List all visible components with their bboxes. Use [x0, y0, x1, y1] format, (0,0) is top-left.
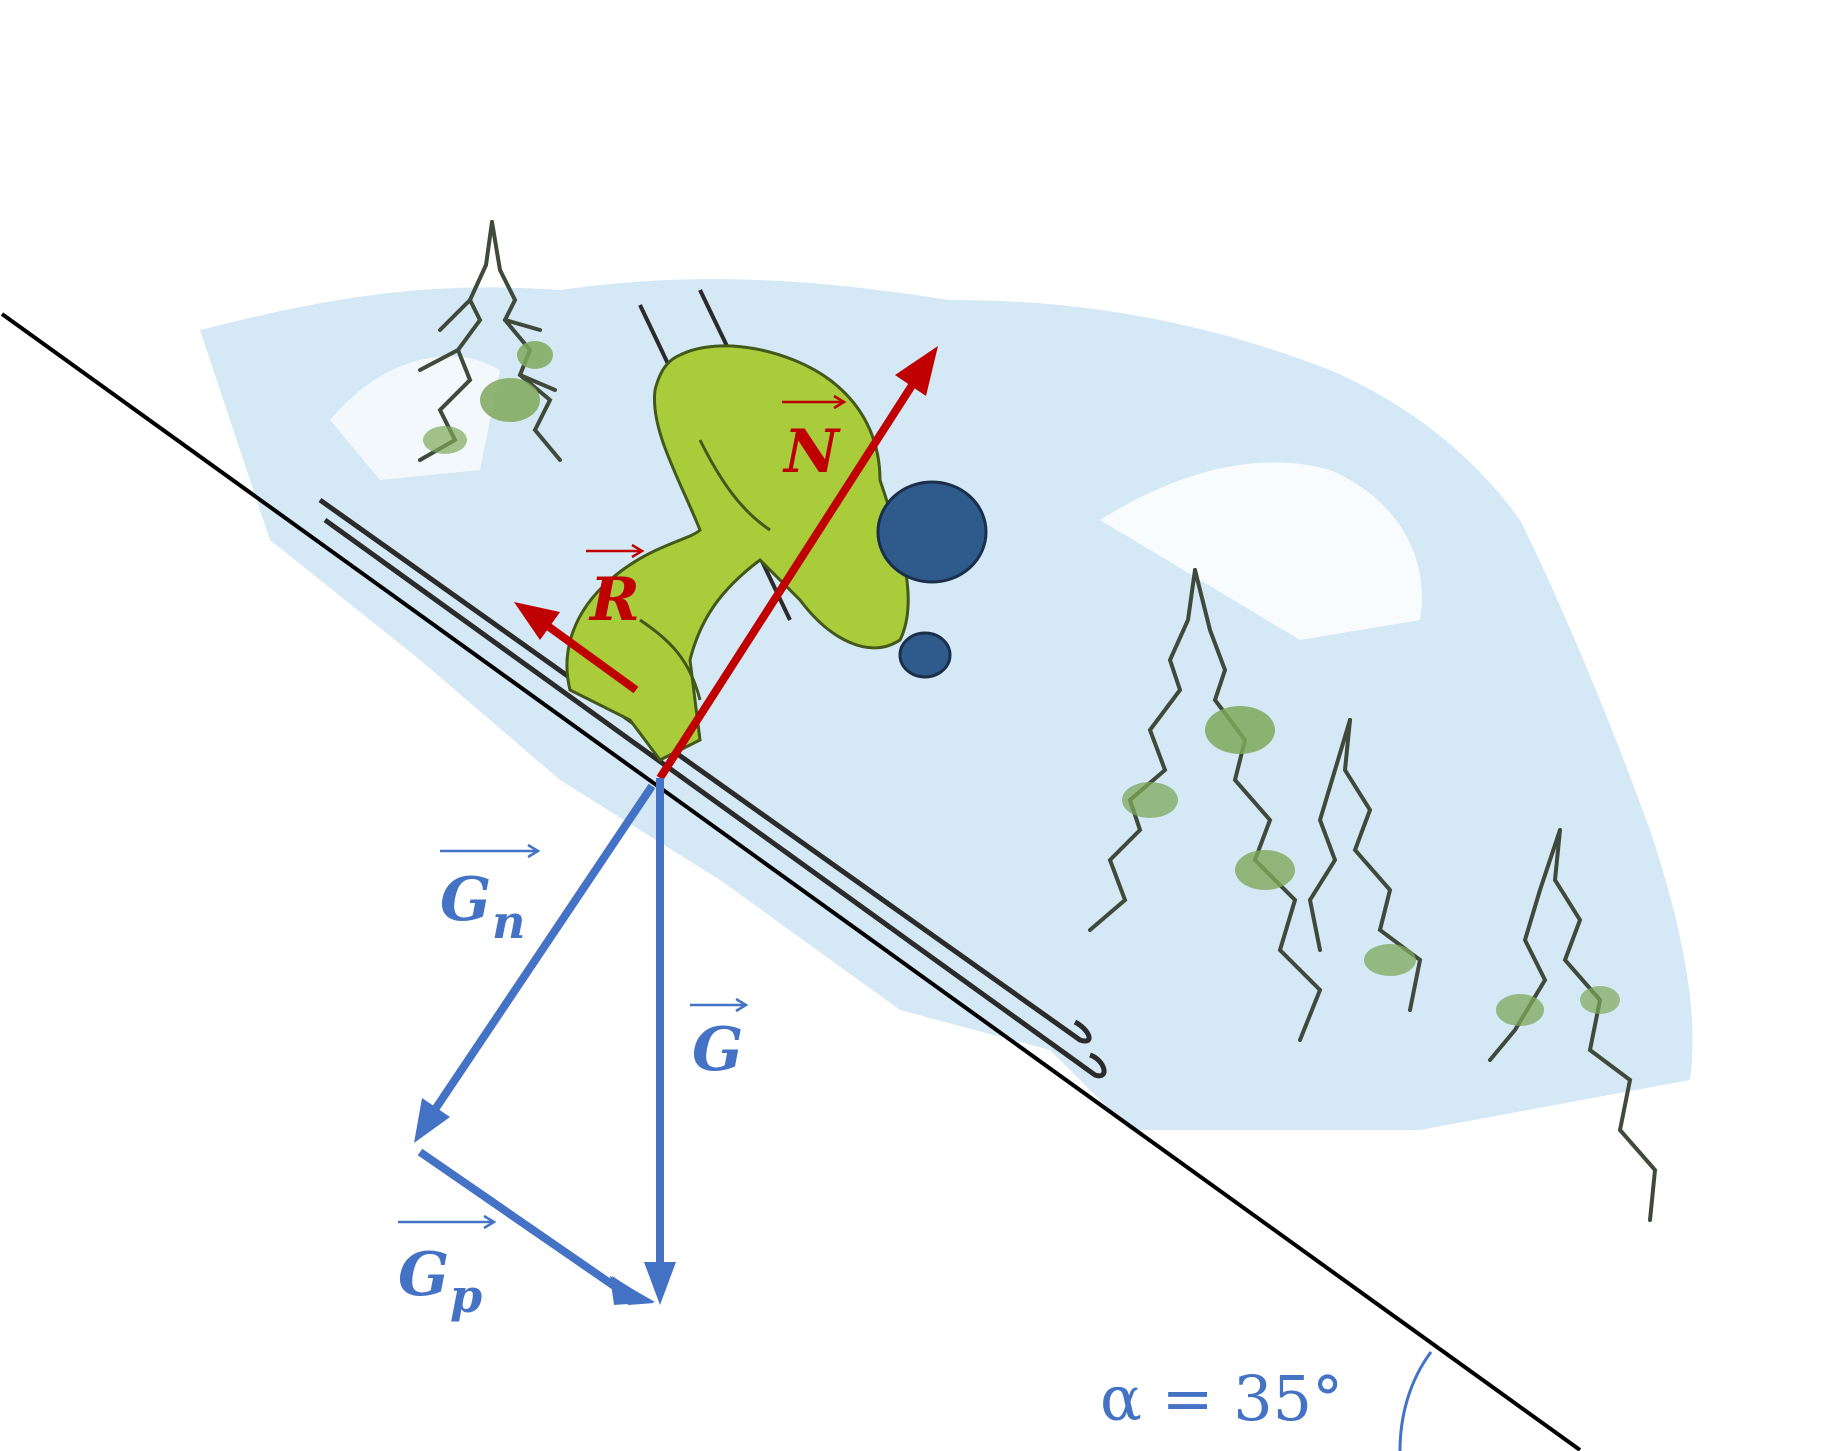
gravity-parallel-symbol: G	[398, 1240, 449, 1310]
skier-glove	[898, 631, 952, 679]
pine-tree-right-icon	[1088, 568, 1658, 1222]
normal-symbol: N	[782, 417, 841, 487]
angle-arc	[1398, 1351, 1433, 1451]
gravity-normal-component	[414, 783, 656, 1143]
pine-tree-left-icon	[418, 220, 562, 462]
angle-label: α = 35°	[1100, 1362, 1343, 1435]
skier-icon	[318, 289, 1107, 1079]
normal-force	[656, 346, 938, 781]
gravity-symbol: G	[692, 1015, 743, 1085]
friction-force	[514, 602, 639, 694]
slope-line	[0, 312, 1582, 1451]
label-gravity-normal: G n	[440, 843, 541, 949]
label-gravity-parallel: G p	[398, 1214, 497, 1323]
label-friction-force: R	[586, 543, 645, 635]
scenery	[200, 220, 1693, 1222]
gravity-normal-subscript: n	[492, 895, 525, 949]
gravity-parallel-component	[417, 1148, 655, 1305]
ski-right	[323, 517, 1107, 1079]
gravity-parallel-subscript: p	[450, 1269, 482, 1323]
ski-left	[318, 497, 1092, 1044]
skier-helmet	[876, 480, 988, 584]
gravity-normal-symbol: G	[440, 865, 491, 935]
label-gravity-force: G	[690, 997, 749, 1085]
label-normal-force: N	[782, 394, 847, 487]
gravity-force	[644, 778, 676, 1305]
friction-symbol: R	[588, 565, 640, 635]
skier-body	[565, 344, 910, 762]
